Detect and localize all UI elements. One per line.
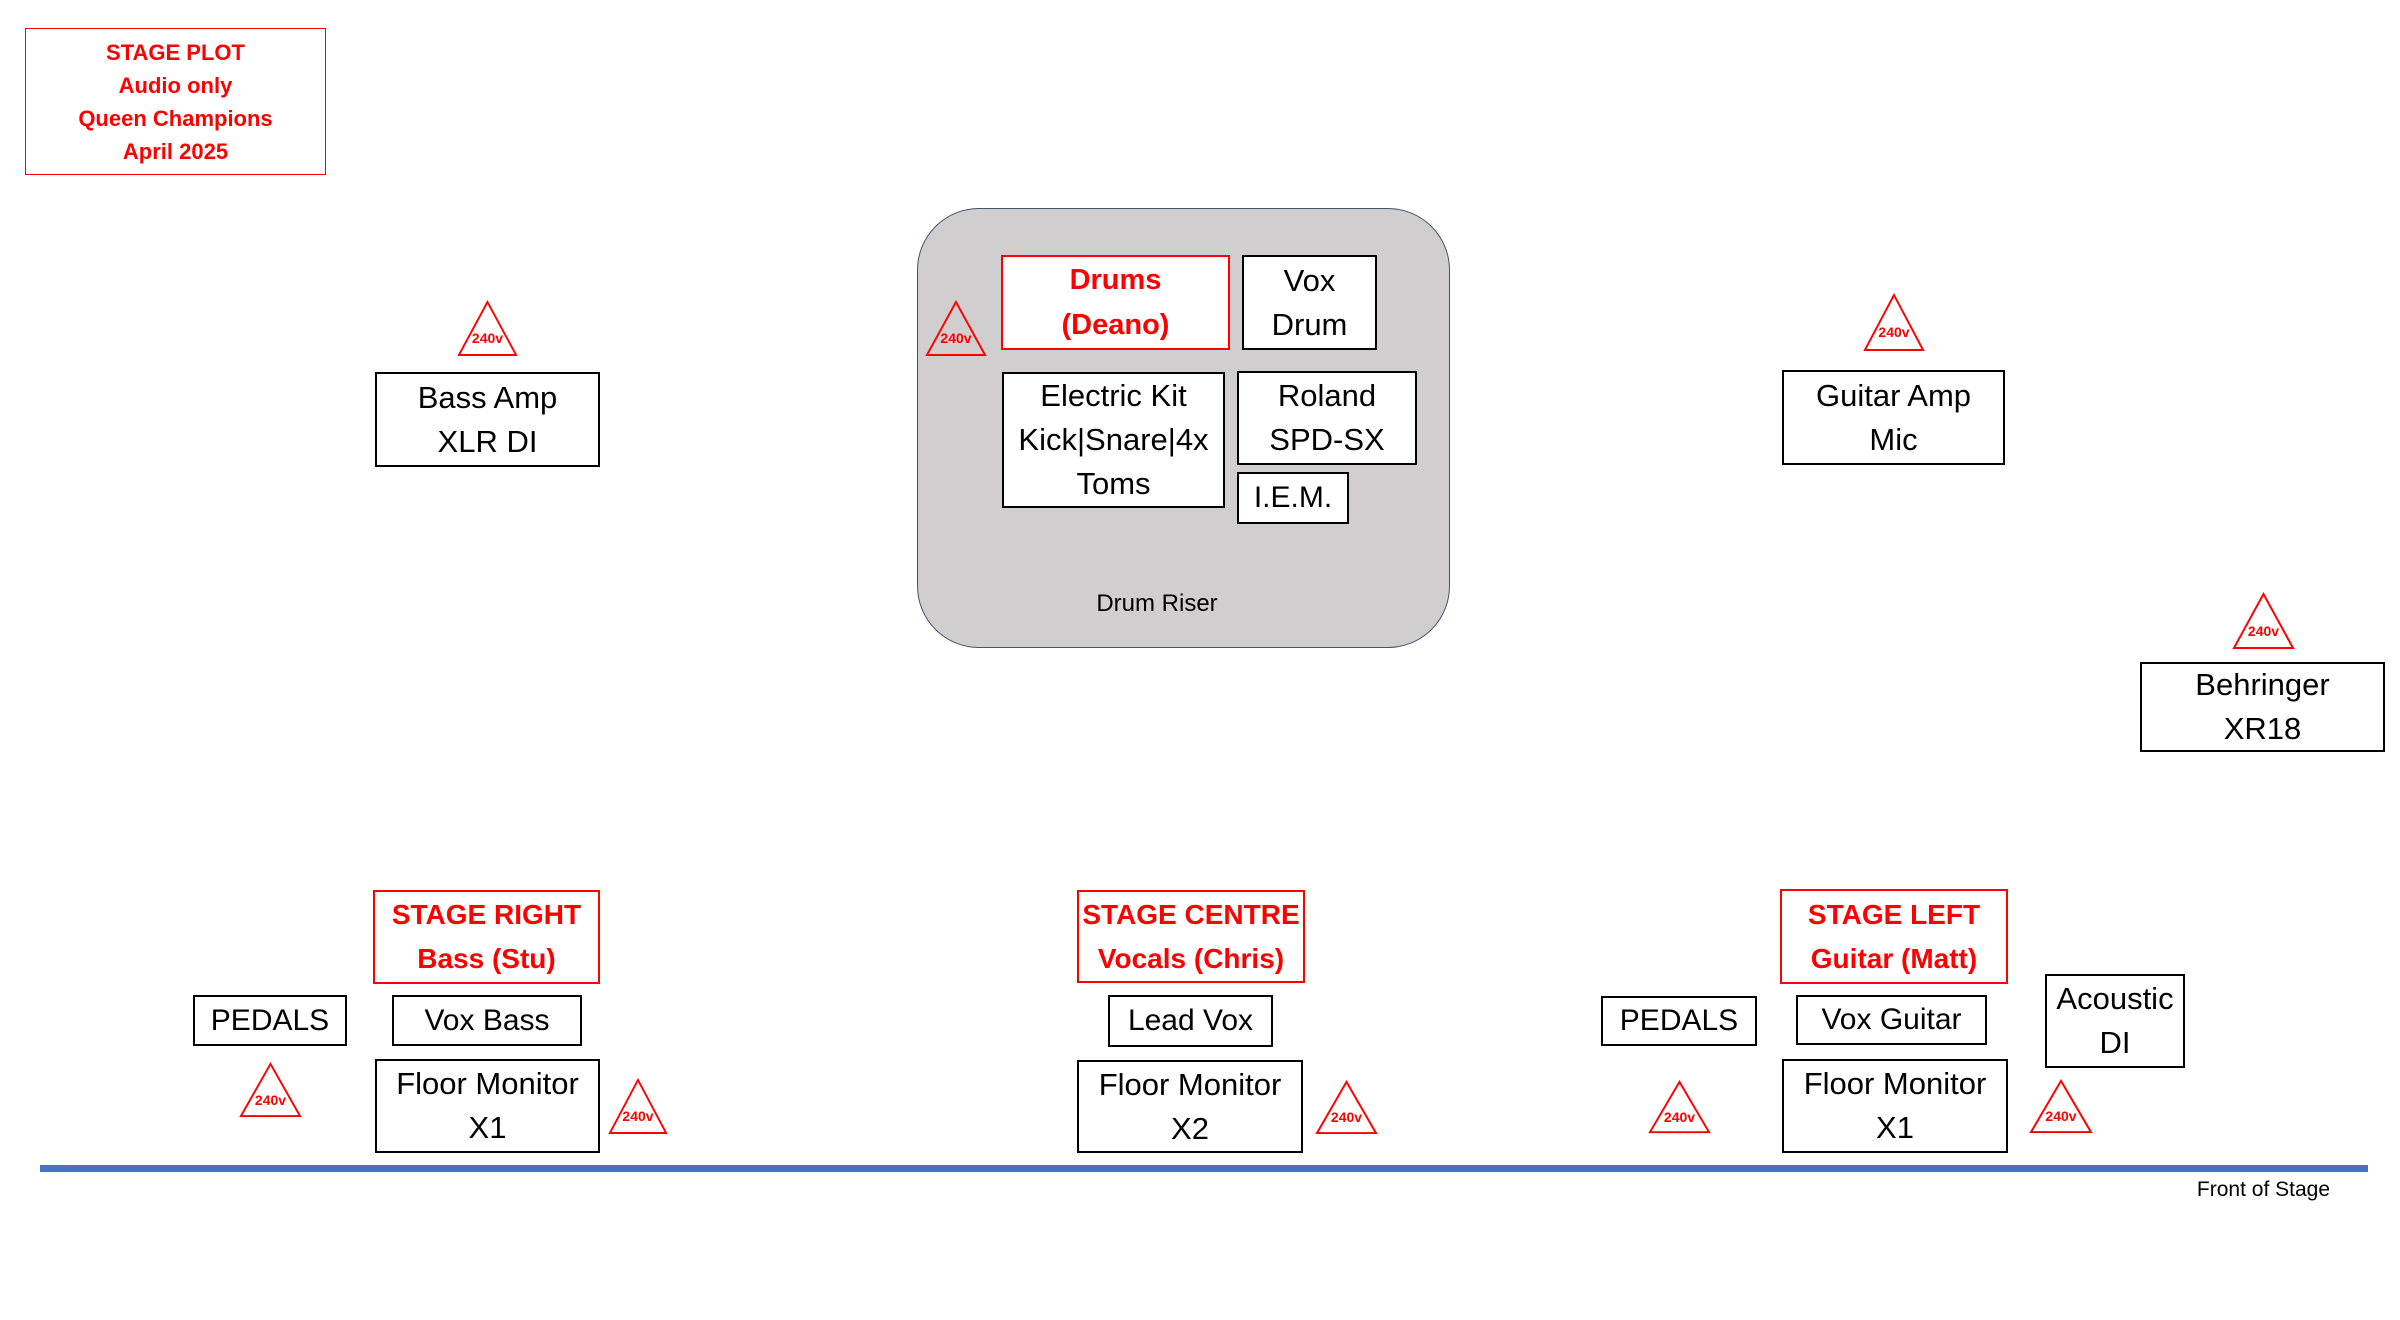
warning-triangle-icon xyxy=(2232,592,2295,649)
electric-kit-line: Toms xyxy=(1076,466,1151,501)
roland-line: SPD-SX xyxy=(1269,422,1385,457)
front-of-stage-label: Front of Stage xyxy=(2196,1178,2330,1201)
guitar-amp-line: Mic xyxy=(1869,421,1918,457)
power-240v-label: 240v xyxy=(1330,1109,1363,1126)
warning-triangle-icon xyxy=(2029,1079,2093,1134)
stage-left-floor-monitor-box: Floor Monitor X1 xyxy=(1782,1059,2008,1153)
power-240v-label: 240v xyxy=(1878,324,1910,341)
warning-triangle-icon xyxy=(1648,1080,1711,1134)
power-240v-triangle-bass-amp: 240v xyxy=(457,300,518,357)
floor-monitor-line: Floor Monitor xyxy=(1803,1066,1987,1101)
iem-box: I.E.M. xyxy=(1237,472,1349,524)
power-240v-label: 240v xyxy=(471,330,504,347)
warning-triangle-icon xyxy=(1863,293,1925,351)
bass-amp-box: Bass Amp XLR DI xyxy=(375,372,600,467)
floor-monitor-line: X1 xyxy=(468,1110,507,1145)
front-of-stage-line xyxy=(40,1165,2368,1172)
vox-drum-line: Drum xyxy=(1271,306,1348,342)
stage-right-vox-bass-box: Vox Bass xyxy=(392,995,582,1046)
stage-left-pedals-box: PEDALS xyxy=(1601,996,1757,1046)
title-box: STAGE PLOT Audio only Queen Champions Ap… xyxy=(25,28,326,175)
title-line: STAGE PLOT xyxy=(106,39,245,65)
power-240v-triangle-stage-left-pedals: 240v xyxy=(1648,1080,1711,1134)
stage-right-header-line: Bass (Stu) xyxy=(417,943,556,974)
vox-guitar-label: Vox Guitar xyxy=(1821,1003,1962,1036)
stage-centre-lead-vox-box: Lead Vox xyxy=(1108,995,1273,1047)
power-240v-triangle-guitar-amp: 240v xyxy=(1863,293,1925,352)
stage-left-header-line: STAGE LEFT xyxy=(1807,898,1981,930)
warning-triangle-icon xyxy=(1315,1080,1378,1135)
stage-centre-header-line: Vocals (Chris) xyxy=(1097,942,1285,974)
pedals-label: PEDALS xyxy=(210,1003,330,1037)
stage-left-header-line: Guitar (Matt) xyxy=(1810,942,1978,974)
power-240v-label: 240v xyxy=(622,1108,654,1125)
lead-vox-label: Lead Vox xyxy=(1127,1004,1254,1037)
electric-kit-line: Kick|Snare|4x xyxy=(1018,422,1209,457)
stage-centre-floor-monitor-box: Floor Monitor X2 xyxy=(1077,1060,1303,1153)
roland-line: Roland xyxy=(1277,378,1377,413)
power-240v-label: 240v xyxy=(1663,1108,1696,1125)
title-line: Queen Champions xyxy=(78,105,273,131)
drums-line: (Deano) xyxy=(1061,308,1170,341)
stage-right-header: STAGE RIGHT Bass (Stu) xyxy=(373,890,600,984)
acoustic-di-line: DI xyxy=(2099,1025,2131,1060)
title-line: Audio only xyxy=(118,72,233,98)
guitar-amp-line: Guitar Amp xyxy=(1815,377,1972,413)
stage-left-header: STAGE LEFT Guitar (Matt) xyxy=(1780,889,2008,984)
roland-spdsx-box: Roland SPD-SX xyxy=(1237,371,1417,465)
power-240v-triangle-stage-right-monitor: 240v xyxy=(608,1078,668,1135)
power-240v-triangle-stage-right-pedals: 240v xyxy=(239,1062,302,1118)
stage-right-header-line: STAGE RIGHT xyxy=(391,899,582,930)
title-line: April 2025 xyxy=(122,138,229,164)
bass-amp-line: Bass Amp xyxy=(417,379,558,415)
stage-left-vox-guitar-box: Vox Guitar xyxy=(1796,995,1987,1045)
warning-triangle-icon xyxy=(608,1078,668,1135)
floor-monitor-line: X2 xyxy=(1171,1110,1209,1146)
bass-amp-line: XLR DI xyxy=(437,423,538,459)
power-240v-label: 240v xyxy=(254,1091,287,1108)
warning-triangle-icon xyxy=(239,1062,302,1118)
pedals-label: PEDALS xyxy=(1619,1004,1739,1037)
power-240v-triangle-mixer: 240v xyxy=(2232,592,2295,650)
electric-kit-line: Electric Kit xyxy=(1040,378,1187,413)
drums-box: Drums (Deano) xyxy=(1001,255,1230,350)
guitar-amp-box: Guitar Amp Mic xyxy=(1782,370,2005,465)
floor-monitor-line: Floor Monitor xyxy=(1098,1066,1282,1102)
stage-centre-header: STAGE CENTRE Vocals (Chris) xyxy=(1077,890,1305,983)
iem-label: I.E.M. xyxy=(1253,481,1333,514)
stage-right-pedals-box: PEDALS xyxy=(193,995,347,1046)
vox-drum-box: Vox Drum xyxy=(1242,255,1377,350)
power-240v-triangle-drum-riser: 240v xyxy=(925,300,987,357)
power-240v-label: 240v xyxy=(940,330,972,347)
warning-triangle-icon xyxy=(925,300,987,357)
power-240v-label: 240v xyxy=(2247,622,2280,639)
acoustic-di-line: Acoustic xyxy=(2056,981,2174,1016)
electric-kit-box: Electric Kit Kick|Snare|4x Toms xyxy=(1002,372,1225,508)
mixer-line: XR18 xyxy=(2223,711,2302,746)
stage-left-acoustic-di-box: Acoustic DI xyxy=(2045,974,2185,1068)
vox-bass-label: Vox Bass xyxy=(424,1003,550,1037)
mixer-box: Behringer XR18 xyxy=(2140,662,2385,752)
stage-right-floor-monitor-box: Floor Monitor X1 xyxy=(375,1059,600,1153)
power-240v-label: 240v xyxy=(2045,1108,2077,1125)
mixer-line: Behringer xyxy=(2195,667,2330,702)
power-240v-triangle-stage-centre: 240v xyxy=(1315,1080,1378,1135)
floor-monitor-line: Floor Monitor xyxy=(396,1066,579,1101)
vox-drum-line: Vox xyxy=(1283,262,1336,298)
floor-monitor-line: X1 xyxy=(1876,1110,1914,1145)
drums-line: Drums xyxy=(1069,263,1162,296)
warning-triangle-icon xyxy=(457,300,518,357)
drum-riser-label: Drum Riser xyxy=(1096,590,1218,617)
stage-centre-header-line: STAGE CENTRE xyxy=(1082,898,1300,930)
power-240v-triangle-stage-left-monitor: 240v xyxy=(2029,1079,2093,1134)
